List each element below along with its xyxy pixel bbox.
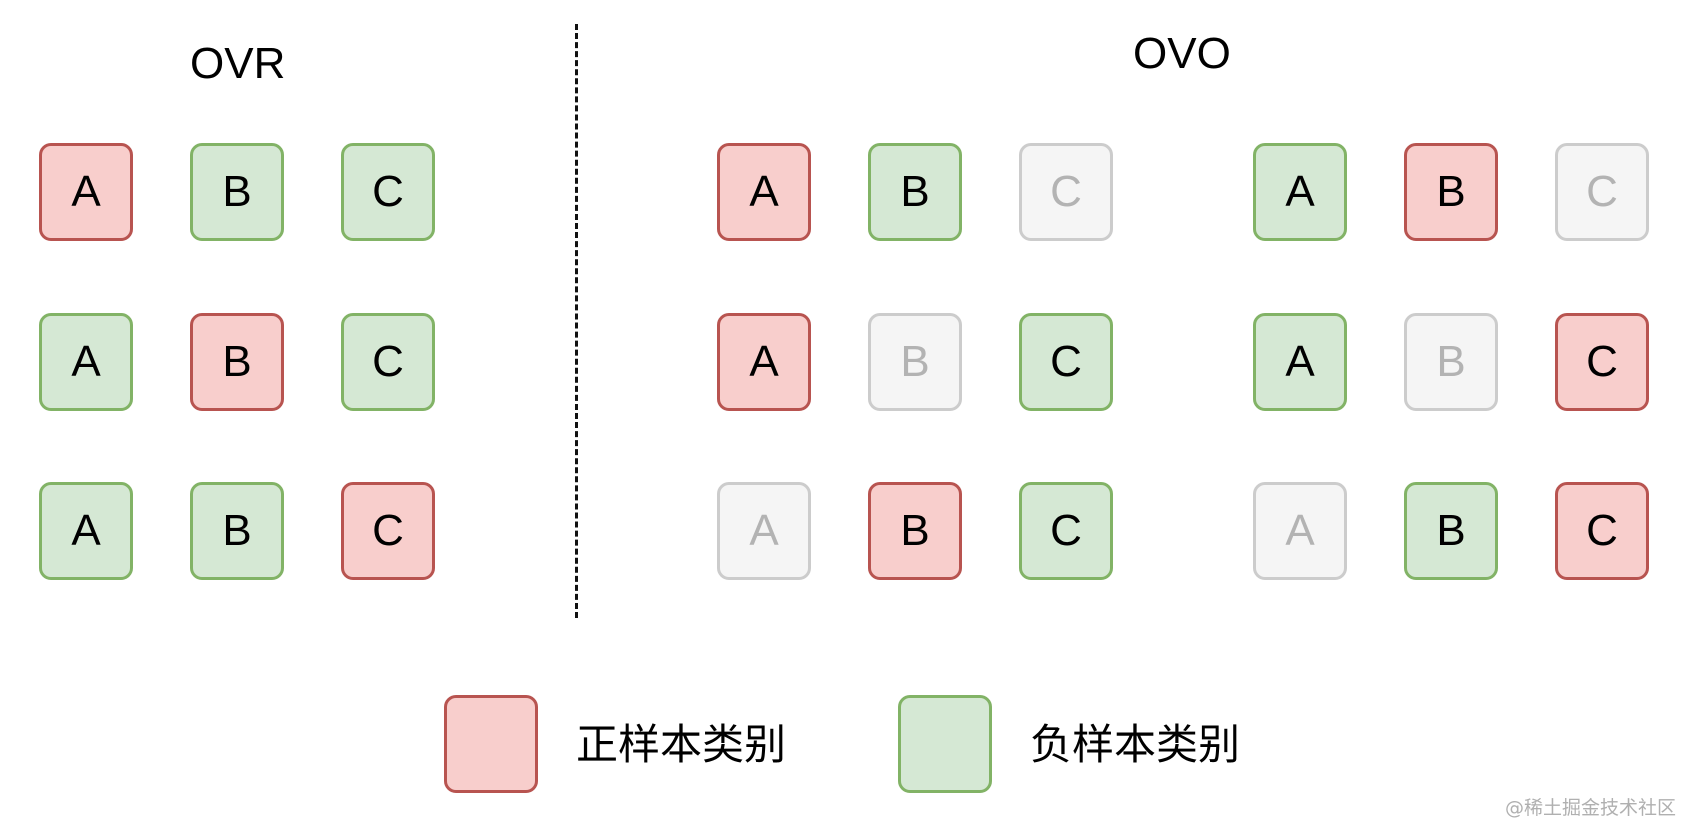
ovr-box-c-row2: C	[341, 313, 435, 411]
ovo-1-box-b-row1: B	[868, 143, 962, 241]
ovo-2-box-a-row3: A	[1253, 482, 1347, 580]
ovo-2-box-a-row2: A	[1253, 313, 1347, 411]
ovr-box-a-row2: A	[39, 313, 133, 411]
ovo-1-box-c-row3: C	[1019, 482, 1113, 580]
ovo-2-box-b-row2: B	[1404, 313, 1498, 411]
ovr-box-c-row1: C	[341, 143, 435, 241]
ovo-1-box-b-row3: B	[868, 482, 962, 580]
ovo-2-box-a-row1: A	[1253, 143, 1347, 241]
ovo-2-box-b-row3: B	[1404, 482, 1498, 580]
ovr-box-a-row1: A	[39, 143, 133, 241]
ovr-box-c-row3: C	[341, 482, 435, 580]
ovr-box-b-row3: B	[190, 482, 284, 580]
ovo-1-box-a-row1: A	[717, 143, 811, 241]
ovr-box-b-row2: B	[190, 313, 284, 411]
ovr-box-b-row1: B	[190, 143, 284, 241]
legend-positive-label: 正样本类别	[576, 720, 787, 769]
ovo-1-box-b-row2: B	[868, 313, 962, 411]
ovo-title: OVO	[1133, 29, 1231, 78]
ovr-title: OVR	[190, 39, 286, 88]
ovo-2-box-c-row1: C	[1555, 143, 1649, 241]
legend-negative-swatch	[898, 695, 992, 793]
legend-negative-label: 负样本类别	[1030, 720, 1241, 769]
ovo-2-box-b-row1: B	[1404, 143, 1498, 241]
ovo-1-box-c-row1: C	[1019, 143, 1113, 241]
ovr-box-a-row3: A	[39, 482, 133, 580]
ovo-1-box-c-row2: C	[1019, 313, 1113, 411]
ovo-2-box-c-row2: C	[1555, 313, 1649, 411]
ovo-2-box-c-row3: C	[1555, 482, 1649, 580]
ovo-1-box-a-row2: A	[717, 313, 811, 411]
ovo-1-box-a-row3: A	[717, 482, 811, 580]
dashed-divider	[575, 24, 578, 618]
watermark: @稀土掘金技术社区	[1504, 797, 1676, 819]
legend-positive-swatch	[444, 695, 538, 793]
